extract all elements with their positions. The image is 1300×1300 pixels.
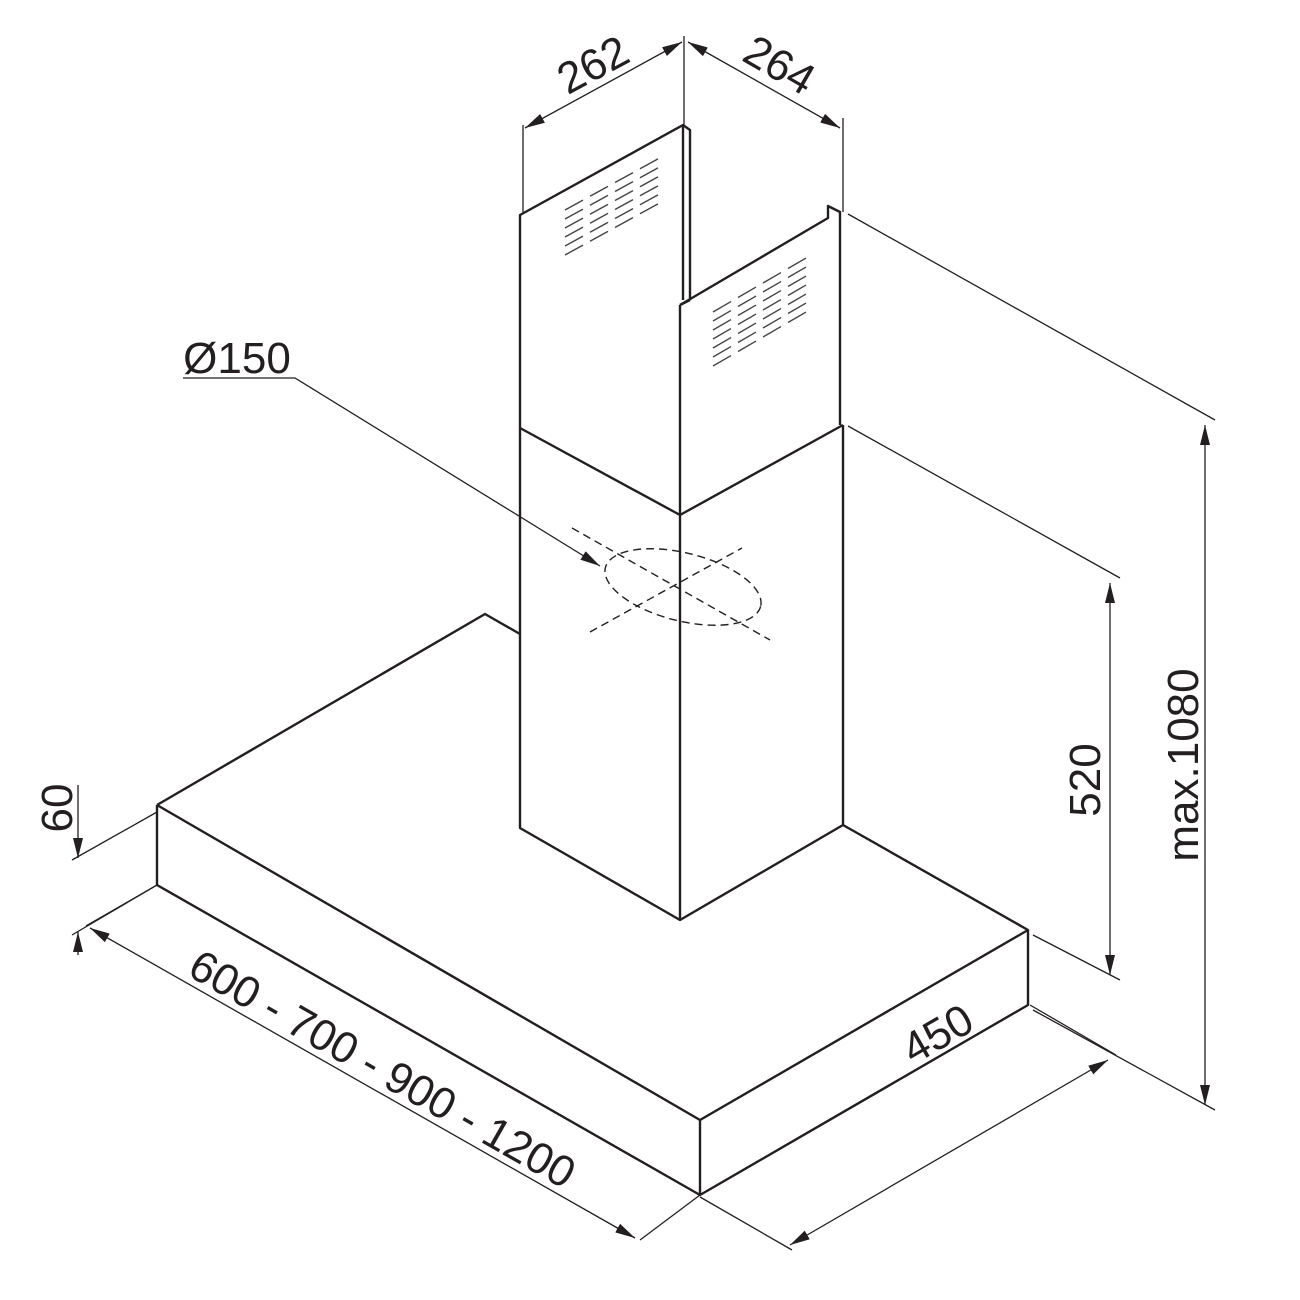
- vent-slot: [787, 275, 807, 288]
- vent-slot: [787, 311, 807, 324]
- vent-slot: [589, 230, 609, 242]
- vent-slot: [737, 295, 757, 308]
- vent-slot: [564, 226, 584, 238]
- vent-slot: [762, 289, 782, 302]
- vent-slot: [564, 244, 584, 256]
- vent-slot: [614, 198, 634, 211]
- widths-label: 600 - 700 - 900 - 1200: [181, 941, 584, 1199]
- vent-slot: [762, 280, 782, 293]
- vent-slot: [589, 194, 609, 206]
- vent-slot: [639, 185, 659, 197]
- vent-slot: [762, 298, 782, 311]
- vent-slot: [712, 345, 732, 358]
- vent-slot: [737, 322, 757, 335]
- vent-slot: [737, 286, 757, 299]
- vent-slot: [639, 203, 659, 215]
- vent-slot: [712, 327, 732, 340]
- vent-slot: [787, 302, 807, 315]
- vent-slot: [614, 216, 634, 229]
- upper-chimney: [518, 123, 842, 515]
- lower-chimney-height-label: 520: [1061, 743, 1110, 816]
- vent-slot: [639, 167, 659, 179]
- vent-slot: [712, 336, 732, 349]
- vent-slot: [589, 203, 609, 215]
- vent-slot: [589, 185, 609, 197]
- vent-slot: [564, 235, 584, 247]
- canopy-depth-label: 450: [894, 995, 982, 1074]
- vent-slot: [712, 300, 732, 313]
- vent-slot: [712, 309, 732, 322]
- vent-slot: [614, 189, 634, 202]
- vent-slot: [639, 194, 659, 206]
- vent-slot: [737, 331, 757, 344]
- vent-slot: [762, 271, 782, 284]
- vent-slot: [762, 307, 782, 320]
- vent-slot: [787, 257, 807, 270]
- lower-chimney: [518, 423, 845, 922]
- vent-slot: [639, 176, 659, 188]
- vent-slot: [564, 208, 584, 220]
- vent-slot: [762, 325, 782, 338]
- vent-slot: [564, 199, 584, 211]
- canopy-thickness-label: 60: [33, 784, 82, 833]
- vent-slot: [737, 313, 757, 326]
- vent-slots-right: [712, 257, 807, 367]
- vent-slot: [614, 171, 634, 184]
- duct-diameter-label: Ø150: [183, 334, 291, 383]
- vent-slot: [614, 180, 634, 193]
- chimney-depth-label: 264: [735, 26, 823, 105]
- vent-slot: [589, 212, 609, 224]
- vent-slot: [737, 340, 757, 353]
- vent-slot: [737, 304, 757, 317]
- dimension-lines: [71, 36, 1216, 1251]
- canopy: [155, 612, 1030, 1197]
- vent-slot: [614, 207, 634, 220]
- vent-slots-left: [564, 158, 659, 256]
- vent-slot: [787, 266, 807, 279]
- duct-outlet: [571, 527, 771, 641]
- vent-slot: [787, 284, 807, 297]
- vent-slot: [712, 354, 732, 367]
- chimney-width-label: 262: [549, 26, 637, 104]
- vent-slot: [762, 316, 782, 329]
- max-height-label: max.1080: [1159, 668, 1208, 861]
- vent-slot: [589, 221, 609, 233]
- vent-slot: [639, 158, 659, 170]
- vent-slot: [712, 318, 732, 331]
- vent-slot: [564, 217, 584, 229]
- vent-slot: [787, 293, 807, 306]
